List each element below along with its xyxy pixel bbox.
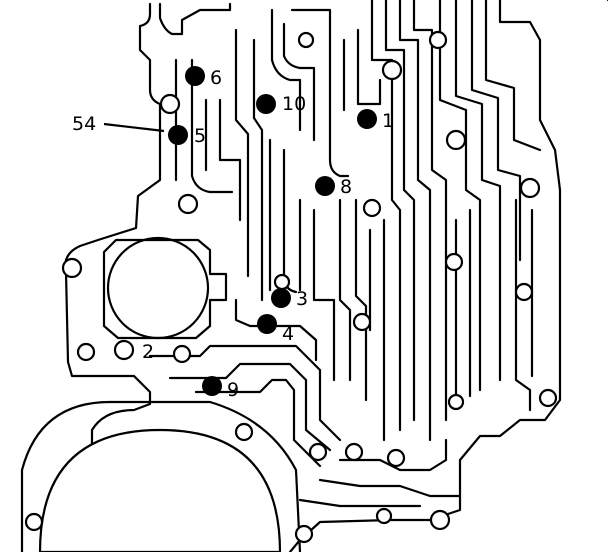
check-ball-6: 6 xyxy=(185,66,222,89)
ball-3-marker xyxy=(271,288,291,308)
check-ball-4: 4 xyxy=(257,314,294,345)
bore-upper xyxy=(106,236,210,340)
passages xyxy=(174,0,542,442)
ball-1-label: 1 xyxy=(382,110,394,132)
callout-label-54: 54 xyxy=(72,113,96,135)
ball-1-marker xyxy=(357,109,377,129)
bore-lower xyxy=(38,428,282,552)
ball-10-marker xyxy=(256,94,276,114)
check-ball-2: 2 xyxy=(113,339,154,363)
ball-2-label: 2 xyxy=(142,341,154,363)
ball-3-label: 3 xyxy=(296,288,308,310)
check-ball-9: 9 xyxy=(202,376,239,401)
ball-8-marker xyxy=(315,176,335,196)
ball-8-label: 8 xyxy=(340,176,352,198)
bore-lower-frame xyxy=(20,400,302,552)
callout-leader xyxy=(103,122,165,133)
lower-passages xyxy=(148,298,462,508)
check-ball-3: 3 xyxy=(271,288,308,310)
ball-10-label: 10 xyxy=(282,93,306,115)
ball-4-label: 4 xyxy=(282,323,294,345)
ball-2-marker xyxy=(113,339,135,361)
ball-5-marker xyxy=(168,125,188,145)
check-ball-5: 5 xyxy=(168,125,206,147)
ball-6-marker xyxy=(185,66,205,86)
valve-body-outline-inner xyxy=(158,2,232,36)
ball-5-label: 5 xyxy=(194,125,206,147)
ball-4-marker xyxy=(257,314,277,334)
bolt-holes xyxy=(24,30,558,544)
valve-body-outline xyxy=(64,0,608,552)
check-ball-1: 1 xyxy=(357,109,394,132)
ball-9-label: 9 xyxy=(227,379,239,401)
bore-upper-frame xyxy=(102,238,228,340)
check-ball-8: 8 xyxy=(315,176,352,198)
ball-6-label: 6 xyxy=(210,67,222,89)
check-ball-10: 10 xyxy=(256,93,306,115)
ball-9-marker xyxy=(202,376,222,396)
ring-marker xyxy=(344,442,364,462)
